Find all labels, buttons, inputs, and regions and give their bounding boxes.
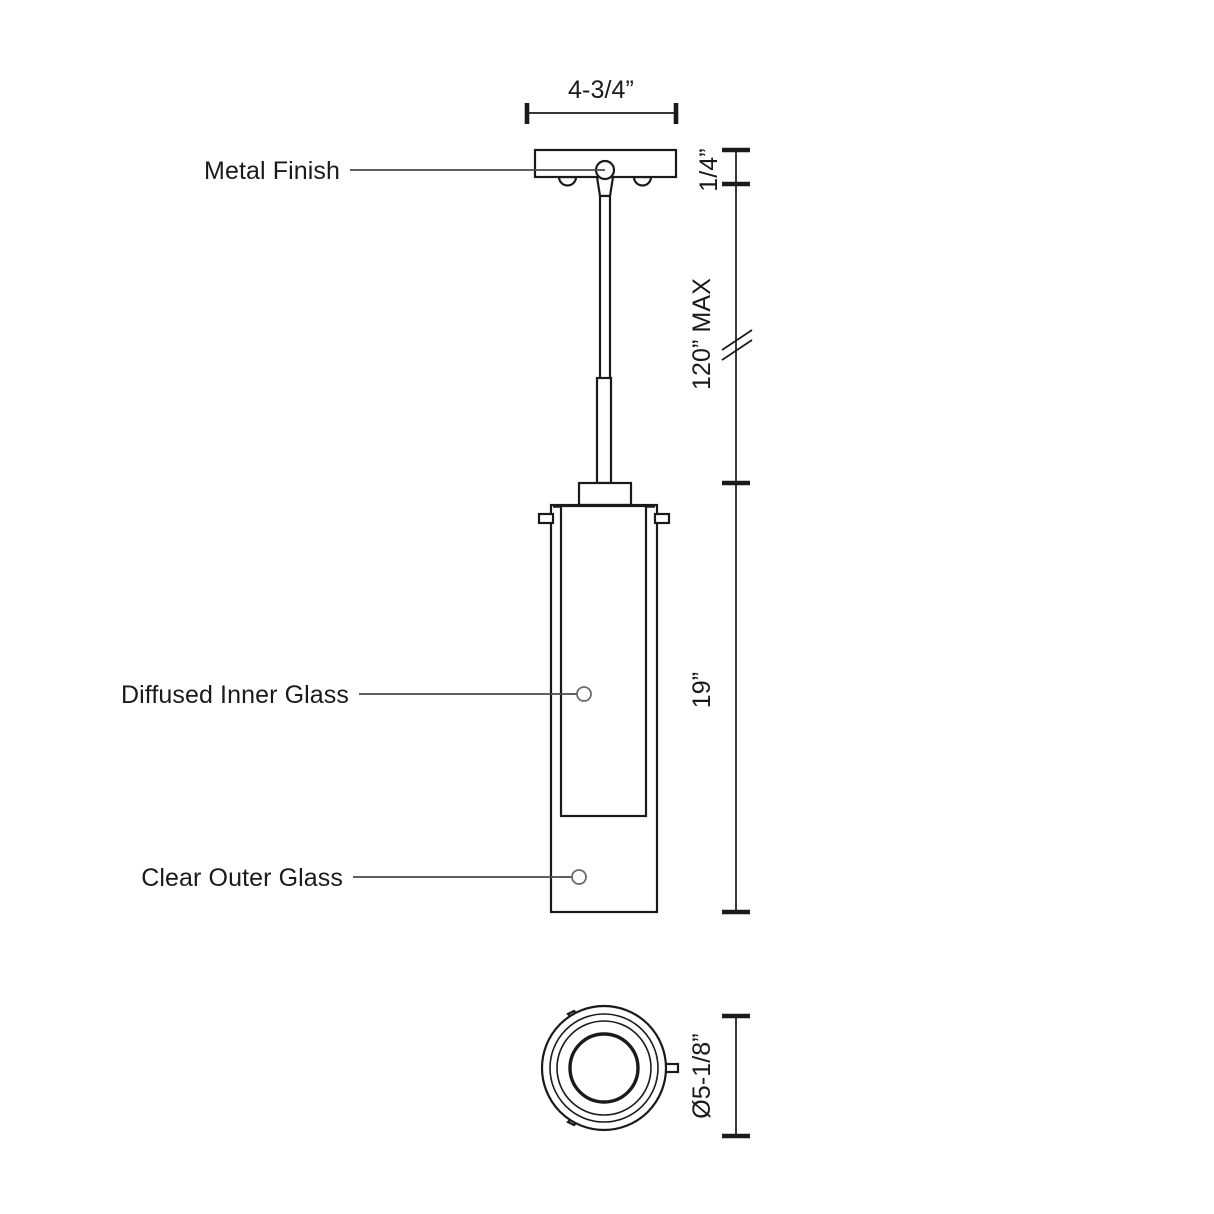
canopy-mount-bump-left <box>557 175 578 187</box>
shade-diameter-label: Ø5-1/8” <box>688 1033 716 1118</box>
shade-assembly <box>537 481 671 914</box>
dimension-canopy-height: 1/4” <box>695 147 750 192</box>
metal-finish-label: Metal Finish <box>204 157 340 185</box>
canopy-assembly <box>533 148 678 198</box>
callout-metal-finish: Metal Finish <box>204 157 605 185</box>
bottom-plan-view <box>540 1004 680 1132</box>
cord-stem <box>595 194 613 485</box>
cord-upper-segment <box>598 194 612 382</box>
dimension-shade-diameter: Ø5-1/8” <box>688 1013 750 1139</box>
shade-tab-right <box>653 512 671 525</box>
plan-third-ring <box>556 1020 652 1116</box>
dimension-canopy-width: 4-3/4” <box>524 76 679 124</box>
canopy-height-label: 1/4” <box>695 148 723 191</box>
canopy-mount-bump-right <box>632 175 653 187</box>
clear-outer-glass-label: Clear Outer Glass <box>141 864 343 892</box>
diffused-inner-glass-label: Diffused Inner Glass <box>121 681 349 709</box>
cord-lower-segment <box>595 376 613 485</box>
max-drop-label: 120” MAX <box>688 278 716 390</box>
max-drop-break-line-2 <box>721 339 753 361</box>
shade-tab-left <box>537 512 555 525</box>
callout-clear-outer-glass: Clear Outer Glass <box>141 864 587 892</box>
callout-diffused-inner-glass: Diffused Inner Glass <box>121 681 592 709</box>
canopy-width-label: 4-3/4” <box>568 76 634 104</box>
plan-second-ring <box>549 1013 659 1123</box>
dimension-shade-height: 19” <box>688 483 750 915</box>
diffused-inner-glass-leader-dot <box>576 686 592 702</box>
plan-inner-aperture <box>568 1032 640 1104</box>
diffused-inner-glass-body <box>559 504 648 818</box>
max-drop-break-line-1 <box>721 329 753 351</box>
dimension-max-drop: 120” MAX <box>688 184 753 486</box>
plan-outer-ring <box>540 1004 668 1132</box>
shade-socket-cap <box>577 481 633 507</box>
shade-height-label: 19” <box>688 672 716 708</box>
clear-outer-glass-leader-dot <box>571 869 587 885</box>
